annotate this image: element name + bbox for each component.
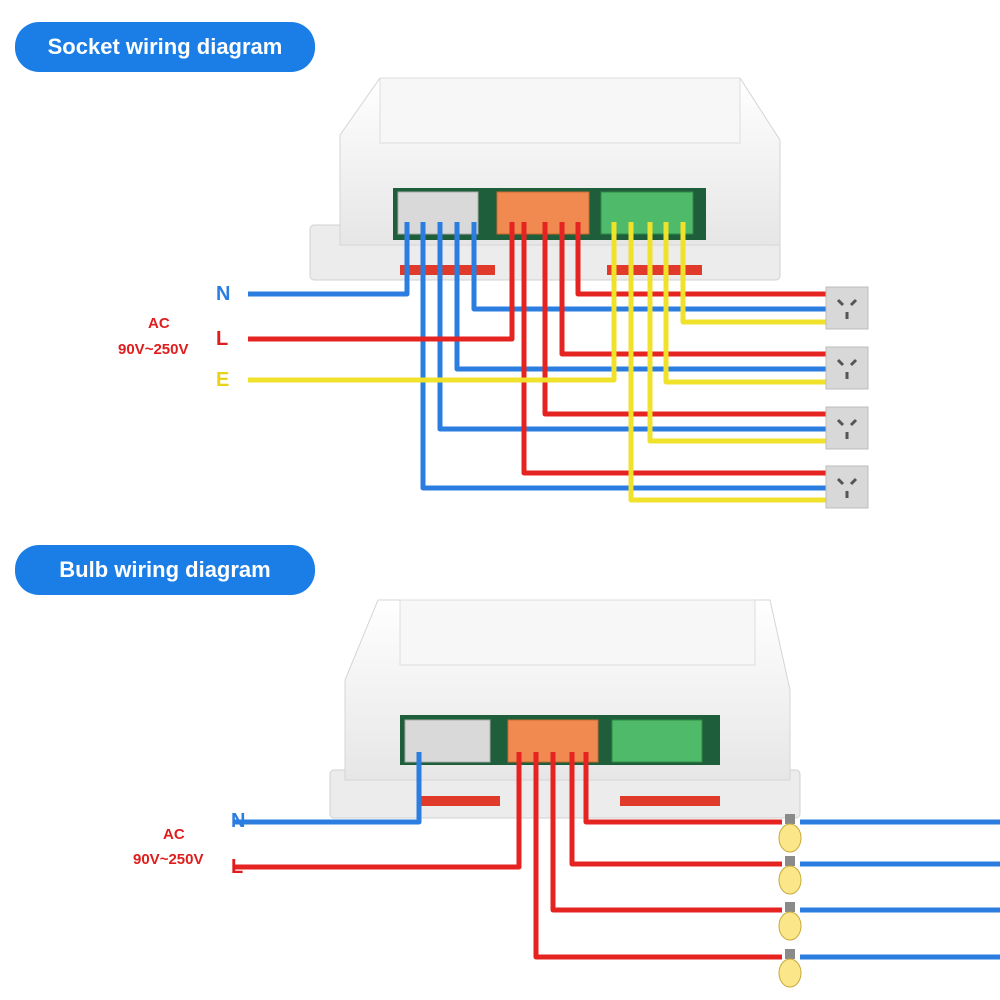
socket-earth-wires bbox=[248, 222, 828, 503]
relay-module-bottom bbox=[329, 599, 801, 819]
socket-section-title: Socket wiring diagram bbox=[15, 22, 315, 72]
bulb-2 bbox=[778, 856, 802, 895]
voltage-label: 90V~250V bbox=[118, 341, 189, 358]
bulb-1 bbox=[778, 814, 802, 853]
bulb-wires bbox=[234, 752, 1000, 960]
ac-label-bulb: AC bbox=[163, 826, 185, 843]
socket-neutral-wires bbox=[248, 222, 828, 491]
socket-live-wires bbox=[248, 222, 828, 476]
outlet-4 bbox=[825, 465, 869, 509]
neutral-label-bulb: N bbox=[231, 810, 246, 832]
outlet-3 bbox=[825, 406, 869, 450]
live-label-bulb: L bbox=[231, 856, 244, 878]
outlet-2 bbox=[825, 346, 869, 390]
voltage-label-bulb: 90V~250V bbox=[133, 851, 204, 868]
outlet-1 bbox=[825, 286, 869, 330]
bulb-3 bbox=[778, 902, 802, 941]
ac-label: AC bbox=[148, 315, 170, 332]
bulb-4 bbox=[778, 949, 802, 988]
live-label: L bbox=[216, 328, 229, 350]
neutral-label: N bbox=[216, 283, 231, 305]
relay-module-top bbox=[309, 77, 781, 281]
bulb-section-title: Bulb wiring diagram bbox=[15, 545, 315, 595]
earth-label: E bbox=[216, 369, 230, 391]
